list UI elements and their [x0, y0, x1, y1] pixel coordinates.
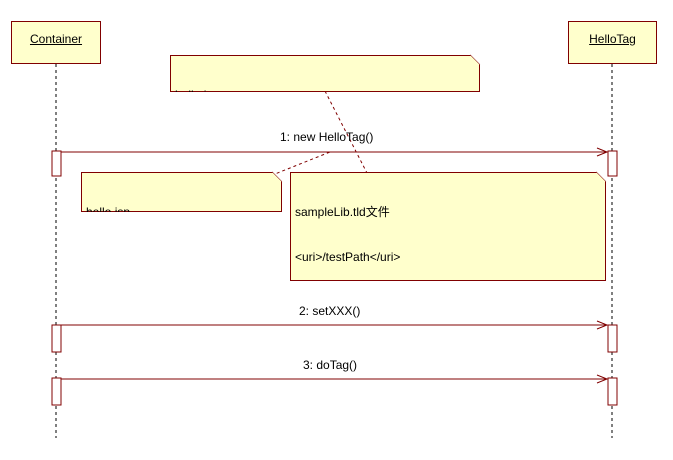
- hellotag-activation-2: [607, 324, 618, 353]
- note-samplelib[interactable]: sampleLib.tld文件 <uri>/testPath</uri> <ta…: [290, 172, 606, 281]
- message-2-label[interactable]: 2: setXXX(): [299, 304, 361, 318]
- message-1-arrow: [61, 147, 609, 157]
- hellotag-lifeline-header[interactable]: HelloTag: [568, 21, 657, 64]
- container-activation-1: [51, 150, 62, 177]
- note-taglib[interactable]: hello.jsp <%@ taglib prefix="test" uri="…: [170, 55, 480, 92]
- hellotag-label: HelloTag: [589, 32, 636, 46]
- note-samplelib-line-1: sampleLib.tld文件: [295, 205, 390, 219]
- container-lifeline-header[interactable]: Container: [11, 21, 101, 64]
- hellotag-activation-3: [607, 377, 618, 406]
- message-2-arrow: [61, 320, 609, 330]
- message-1-label[interactable]: 1: new HelloTag(): [280, 130, 374, 144]
- note-samplelib-line-2: <uri>/testPath</uri>: [295, 250, 401, 264]
- message-3-arrow: [61, 374, 609, 384]
- container-activation-2: [51, 324, 62, 353]
- hellotag-activation-1: [607, 150, 618, 177]
- note-hello-usage[interactable]: hello.jsp <test:hello>good<test:hello>: [81, 172, 282, 212]
- note-usage-line-1: hello.jsp: [86, 205, 131, 219]
- note-connector-taglib: [324, 90, 369, 176]
- message-3-label[interactable]: 3: doTag(): [303, 358, 358, 372]
- container-label: Container: [29, 32, 83, 46]
- note-taglib-line-1: hello.jsp: [175, 88, 220, 102]
- container-activation-3: [51, 377, 62, 406]
